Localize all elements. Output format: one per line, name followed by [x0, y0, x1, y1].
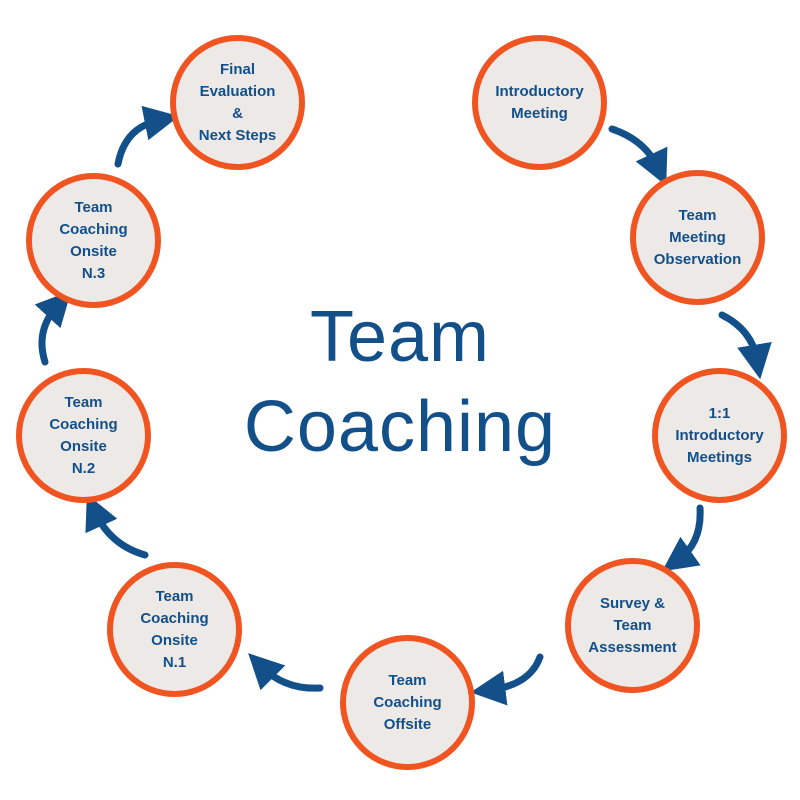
arrow-icon — [34, 290, 72, 366]
arrow-icon — [662, 504, 704, 572]
step-team-coaching-onsite-n3: Team Coaching Onsite N.3 — [26, 173, 161, 308]
diagram-title: Team Coaching — [243, 297, 557, 467]
step-label: Survey & Team Assessment — [588, 594, 677, 656]
step-one-on-one-introductory-meetings: 1:1 Introductory Meetings — [652, 368, 787, 503]
arrow-icon — [248, 653, 324, 692]
arrow-icon — [470, 653, 544, 706]
step-team-meeting-observation: Team Meeting Observation — [630, 170, 765, 305]
step-label: 1:1 Introductory Meetings — [675, 404, 764, 466]
step-team-coaching-offsite: Team Coaching Offsite — [340, 635, 475, 770]
step-survey-team-assessment: Survey & Team Assessment — [565, 558, 700, 693]
step-label: Final Evaluation & Next Steps — [198, 60, 277, 144]
arrow-icon — [85, 494, 149, 559]
step-label: Introductory Meeting — [495, 82, 584, 122]
step-label: Team Coaching Onsite N.1 — [140, 587, 209, 671]
step-label: Team Coaching Onsite N.3 — [59, 198, 128, 282]
step-label: Team Coaching Offsite — [373, 671, 442, 733]
arrow-icon — [718, 311, 772, 380]
step-introductory-meeting: Introductory Meeting — [472, 35, 607, 170]
step-team-coaching-onsite-n2: Team Coaching Onsite N.2 — [16, 368, 151, 503]
arrow-icon — [608, 125, 668, 186]
step-team-coaching-onsite-n1: Team Coaching Onsite N.1 — [107, 562, 242, 697]
step-label: Team Coaching Onsite N.2 — [49, 393, 118, 477]
arrow-icon — [114, 105, 180, 168]
step-label: Team Meeting Observation — [653, 206, 742, 268]
step-final-evaluation-next-steps: Final Evaluation & Next Steps — [170, 35, 305, 170]
